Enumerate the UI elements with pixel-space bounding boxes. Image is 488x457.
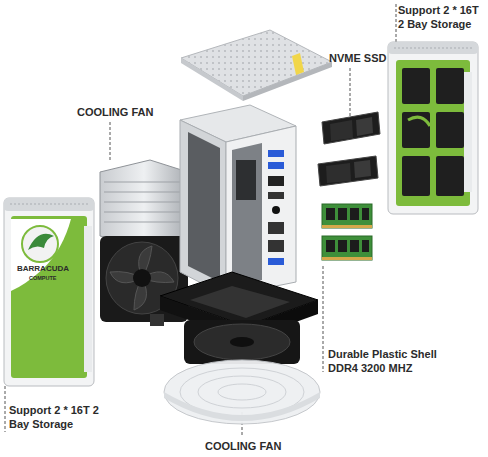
- brand-text: BARRACUDA: [17, 264, 81, 274]
- callout-label: COOLING FAN: [205, 440, 295, 454]
- case-body: [180, 105, 296, 296]
- ram-module: [322, 204, 372, 260]
- callout-label: Durable Plastic Shell DDR4 3200 MHZ: [328, 348, 458, 376]
- bottom-fan: [160, 272, 318, 364]
- callout-label: Support 2 * 16T 2 Bay Storage: [9, 404, 99, 432]
- callout-label: NVME SSD: [329, 52, 409, 66]
- callout-label: Support 2 * 16T 2 Bay Storage: [398, 4, 484, 32]
- nvme-ssd: [318, 112, 380, 186]
- io-ports: [268, 150, 284, 265]
- hard-drive: [388, 42, 478, 214]
- hard-drive: [4, 198, 94, 386]
- callout-label: COOLING FAN: [77, 106, 167, 120]
- brand-text: COMPUTE: [29, 275, 73, 282]
- bottom-grill: [164, 360, 320, 424]
- top-lid: [181, 30, 332, 101]
